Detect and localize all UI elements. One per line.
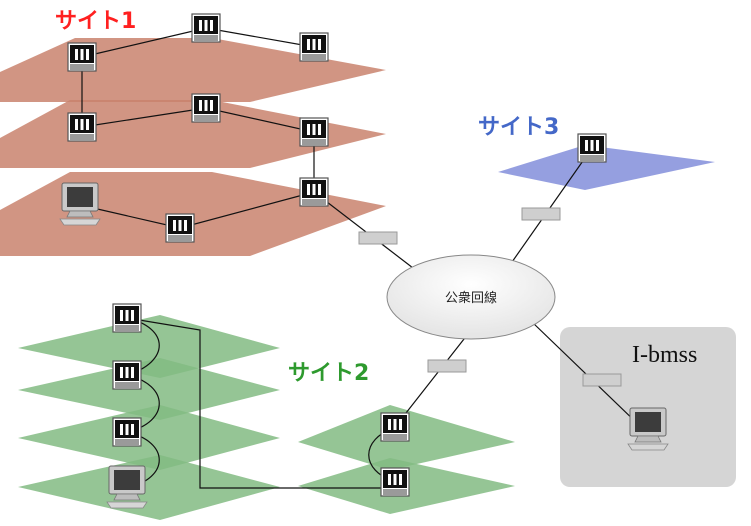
switch-icon	[299, 117, 329, 147]
computer-icon	[106, 465, 148, 509]
switch-icon	[191, 93, 221, 123]
site2-floor-4	[18, 455, 280, 520]
switch-icon	[191, 13, 221, 43]
switch-icon	[299, 177, 329, 207]
ibmss-label: I-bmss	[632, 342, 697, 368]
site2-label: サイト2	[288, 361, 369, 386]
switch-icon	[165, 213, 195, 243]
site1-label: サイト1	[55, 9, 136, 34]
switch-icon	[67, 112, 97, 142]
site2-floor-1	[18, 315, 280, 378]
site3-floor	[498, 145, 715, 190]
router-icon	[582, 373, 622, 387]
switch-icon	[112, 360, 142, 390]
site3-label: サイト3	[478, 115, 559, 140]
network-label: 公衆回線	[445, 290, 497, 306]
switch-icon	[67, 42, 97, 72]
switch-icon	[299, 32, 329, 62]
router-icon	[521, 207, 561, 221]
computer-icon	[627, 407, 669, 451]
router-icon	[358, 231, 398, 245]
switch-icon	[577, 133, 607, 163]
site2-floor-3	[18, 405, 280, 470]
site2-floor-2	[18, 358, 280, 420]
switch-icon	[112, 417, 142, 447]
computer-icon	[59, 182, 101, 226]
switch-icon	[380, 467, 410, 497]
switch-icon	[112, 303, 142, 333]
public-network-cloud	[386, 254, 556, 340]
switch-icon	[380, 412, 410, 442]
ibmss-box	[560, 327, 736, 487]
router-icon	[427, 359, 467, 373]
